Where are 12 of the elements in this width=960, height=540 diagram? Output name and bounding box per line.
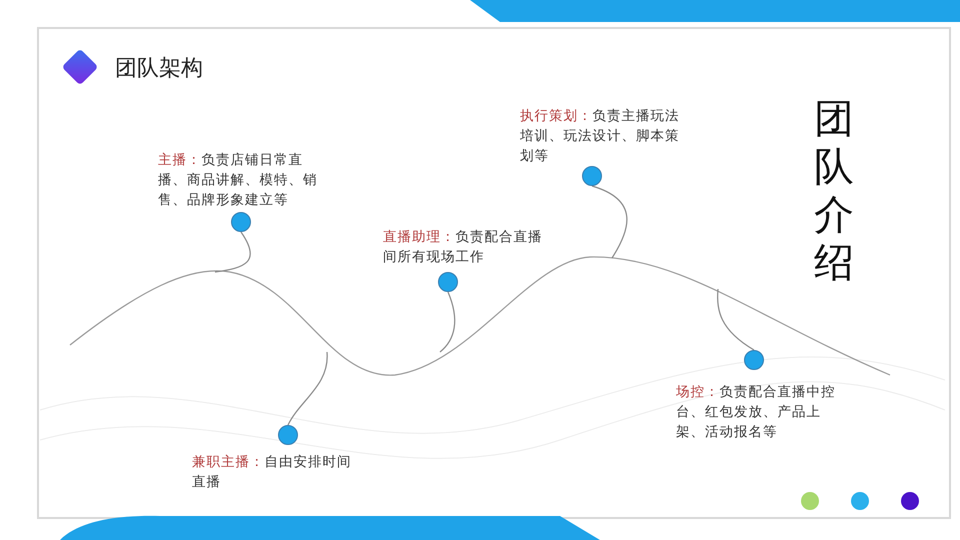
slide-title: 团队架构	[115, 55, 203, 83]
role-description: 直播助理：负责配合直播间所有现场工作	[383, 228, 543, 267]
leader-line	[592, 185, 628, 258]
role-description: 执行策划：负责主播玩法培训、玩法设计、脚本策划等	[520, 107, 680, 166]
leader-line	[287, 352, 328, 426]
role-description: 兼职主播：自由安排时间直播	[192, 453, 352, 492]
leader-line	[440, 292, 456, 352]
role-description: 主播：负责店铺日常直播、商品讲解、模特、销售、品牌形象建立等	[158, 151, 318, 210]
vertical-heading: 团队介绍	[813, 95, 855, 287]
role-description: 场控：负责配合直播中控台、红包发放、产品上架、活动报名等	[676, 383, 836, 442]
leader-line	[717, 288, 754, 350]
leader-line	[214, 232, 251, 273]
